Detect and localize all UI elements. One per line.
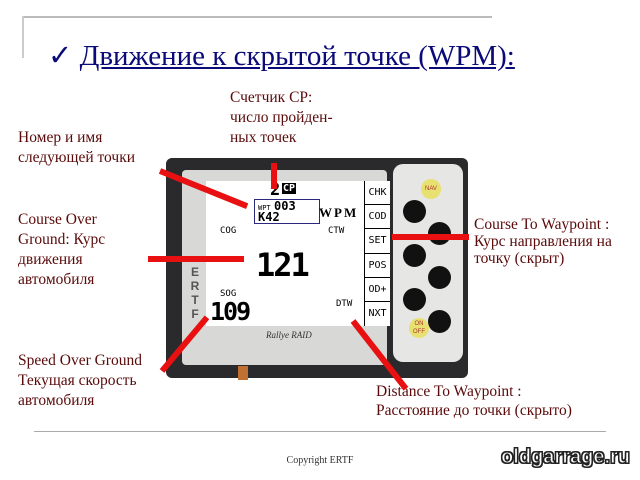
ann-line: число пройден- (230, 109, 333, 126)
check-icon: ✓ (48, 40, 73, 72)
ann-line: Расстояние до точки (скрыто) (376, 402, 572, 419)
ctw-label: CTW (328, 226, 345, 236)
sog-annotation: Speed Over Ground Текущая скорость автом… (18, 351, 142, 411)
cp-count: 2 (270, 180, 281, 200)
ann-line: следующей точки (18, 149, 136, 166)
lcd-screen (206, 181, 364, 326)
ann-line: Курс (69, 231, 106, 248)
key-chk[interactable]: CHK (365, 181, 390, 206)
device-logo: Rallye RAID (266, 330, 312, 340)
sog-label: SOG (220, 289, 237, 299)
key-od[interactable]: OD+ (365, 278, 390, 302)
copyright: Copyright ERTF (286, 455, 354, 466)
hw-button-3[interactable] (403, 244, 426, 267)
cp-label: CP (282, 183, 297, 194)
off-label: OFF (413, 329, 425, 335)
ann-line: точку (скрыт) (474, 250, 565, 267)
mode-label: WPM (319, 205, 359, 220)
title-text: Движение к скрытой точке (WPM): (79, 40, 515, 72)
ann-line: Счетчик CP: (230, 89, 313, 106)
hw-button-1[interactable] (403, 200, 426, 223)
wpt-label: WPT (258, 204, 271, 212)
ctw-annotation: Course To Waypoint : Курс направления на… (474, 216, 612, 267)
on-label: ON (414, 321, 424, 327)
key-set[interactable]: SET (365, 229, 390, 254)
dtw-annotation: Distance To Waypoint : Расстояние до точ… (376, 382, 572, 420)
key-cod[interactable]: COD (365, 205, 390, 230)
ann-line: Course To Waypoint : (474, 216, 610, 233)
side-rule (22, 16, 24, 58)
power-button[interactable]: ON OFF (409, 318, 429, 338)
nav-button[interactable]: NAV (421, 179, 441, 199)
soft-keys: CHK COD SET POS OD+ NXT (364, 181, 390, 326)
cog-value: 121 (256, 246, 310, 284)
sog-value: 109 (210, 297, 251, 326)
cog-annotation: Course Over Ground: Курс движения автомо… (18, 210, 105, 290)
ann-line: Ground: (18, 231, 70, 248)
slide-title: ✓ Движение к скрытой точке (WPM): (48, 38, 515, 73)
ann-line: Номер и имя (18, 129, 103, 146)
ann-line: Distance To Waypoint : (376, 383, 522, 400)
wpt-number: 003 (274, 199, 296, 213)
ann-line: Course Over (18, 211, 97, 228)
arrow-cp (271, 163, 277, 189)
hw-button-4[interactable] (428, 266, 451, 289)
key-nxt[interactable]: NXT (368, 307, 387, 319)
cp-counter-annotation: Счетчик CP: число пройден- ных точек (230, 88, 333, 148)
antenna-connector (238, 366, 248, 380)
ann-line: движения (18, 251, 83, 268)
arrow-ctw (392, 234, 469, 240)
key-pos[interactable]: POS (365, 254, 390, 278)
watermark: oldgarrage.ru (501, 446, 631, 469)
ann-line: Курс направления на (474, 233, 612, 250)
cog-label: COG (220, 226, 237, 236)
footer-rule (34, 431, 606, 432)
ann-line: автомобиля (18, 271, 95, 288)
waypoint-box (254, 199, 320, 224)
wpt-name: K42 (258, 210, 280, 224)
hw-button-6[interactable] (428, 310, 451, 333)
ann-line: Текущая скорость (18, 372, 137, 389)
ann-line: автомобиля (18, 392, 95, 409)
next-point-annotation: Номер и имя следующей точки (18, 128, 135, 168)
hw-button-5[interactable] (403, 288, 426, 311)
ann-line: Speed Over Ground (18, 352, 142, 369)
ann-line: ных точек (230, 129, 297, 146)
arrow-cog (148, 256, 244, 262)
top-rule (22, 16, 492, 18)
dtw-label: DTW (336, 299, 353, 309)
